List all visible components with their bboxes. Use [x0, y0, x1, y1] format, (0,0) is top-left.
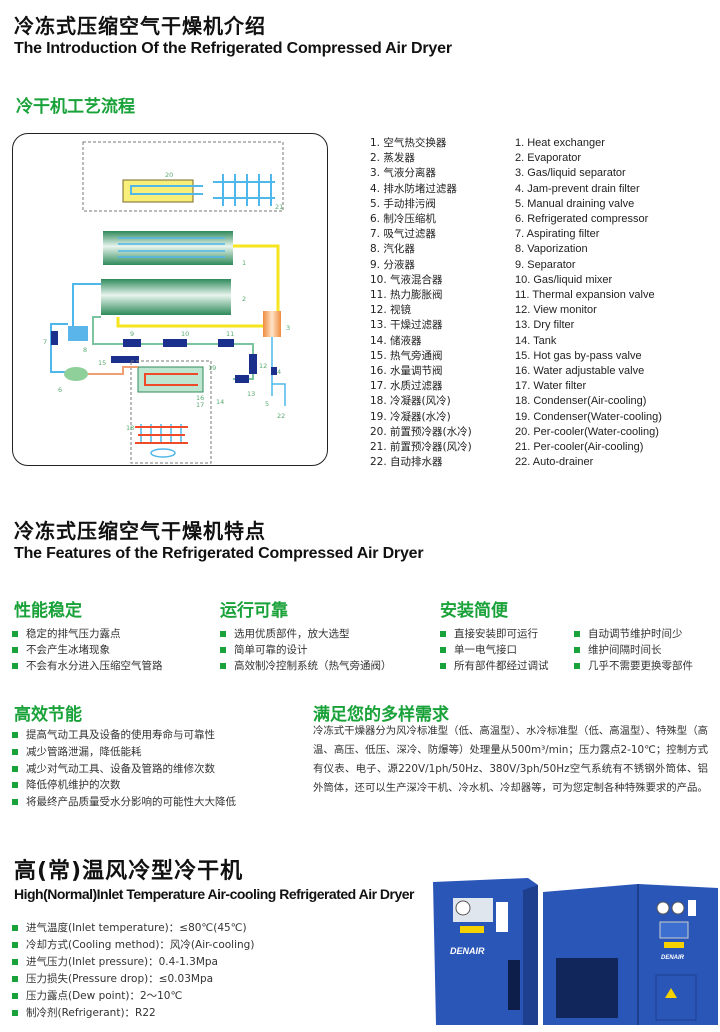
needs-paragraph: 冷冻式干燥器分为风冷标准型（低、高温型）、水冷标准型（低、高温型）、特殊型（高温… [313, 725, 708, 794]
svg-text:17: 17 [196, 401, 204, 409]
vent-grille [556, 958, 618, 1018]
svg-text:6: 6 [58, 386, 62, 394]
svg-text:13: 13 [247, 390, 255, 398]
product-title-en: High(Normal)Inlet Temperature Air-coolin… [14, 886, 415, 902]
product-photo: DENAIR DENAIR [428, 870, 718, 1028]
compressor [64, 367, 88, 381]
brand-logo-small: DENAIR [450, 946, 485, 956]
svg-text:22: 22 [277, 412, 285, 420]
svg-text:16: 16 [196, 394, 204, 402]
separator [263, 311, 281, 337]
precooler-air [213, 174, 275, 206]
product-specs: 进气温度(Inlet temperature)：≤80℃(45℃)冷却方式(Co… [10, 920, 254, 1022]
precooler-water [122, 179, 194, 203]
reliable-list: 选用优质部件，放大选型简单可靠的设计高效制冷控制系统（热气旁通阀） [218, 626, 392, 674]
intro-title-en: The Introduction Of the Refrigerated Com… [14, 40, 452, 57]
condenser-water [137, 366, 204, 393]
brand-logo-large: DENAIR [661, 955, 685, 961]
precooler-box [82, 141, 284, 212]
evaporator [101, 279, 231, 315]
install-list-left: 直接安装即可运行单一电气接口所有部件都经过调试 [438, 626, 549, 674]
svg-text:20: 20 [165, 171, 173, 179]
efficient-heading: 高效节能 [14, 705, 82, 725]
features-title-en: The Features of the Refrigerated Compres… [14, 545, 424, 562]
heat-exchanger [103, 231, 233, 265]
svg-text:4: 4 [277, 368, 281, 376]
svg-text:1: 1 [242, 259, 246, 267]
svg-text:14: 14 [216, 398, 224, 406]
svg-text:7: 7 [43, 338, 47, 346]
svg-text:18: 18 [126, 424, 134, 432]
svg-text:3: 3 [286, 324, 290, 332]
process-heading: 冷干机工艺流程 [16, 97, 135, 117]
install-heading: 安装简便 [440, 601, 508, 621]
vaporizer [68, 326, 88, 341]
svg-text:2: 2 [242, 295, 246, 303]
features-title-cn: 冷冻式压缩空气干燥机特点 [14, 519, 266, 543]
efficient-list: 提高气动工具及设备的使用寿命与可靠性减少管路泄漏，降低能耗减少对气动工具、设备及… [10, 727, 236, 811]
svg-text:8: 8 [83, 346, 87, 354]
svg-text:10: 10 [181, 330, 189, 338]
svg-text:15: 15 [98, 359, 106, 367]
stable-list: 稳定的排气压力露点不会产生冰堵现象不会有水分进入压缩空气管路 [10, 626, 163, 674]
intro-title-cn: 冷冻式压缩空气干燥机介绍 [14, 14, 266, 38]
svg-text:12: 12 [259, 362, 267, 370]
product-title-cn: 高(常)温风冷型冷干机 [14, 859, 244, 884]
svg-text:11: 11 [226, 330, 234, 338]
svg-text:5: 5 [265, 400, 269, 408]
stable-heading: 性能稳定 [14, 601, 82, 621]
reliable-heading: 运行可靠 [220, 601, 288, 621]
needs-heading: 满足您的多样需求 [313, 705, 449, 725]
svg-text:9: 9 [130, 330, 134, 338]
svg-text:21: 21 [275, 203, 283, 211]
install-list-right: 自动调节维护时间少维护间隔时间长几乎不需要更换零部件 [572, 626, 693, 674]
svg-text:19: 19 [208, 364, 216, 372]
